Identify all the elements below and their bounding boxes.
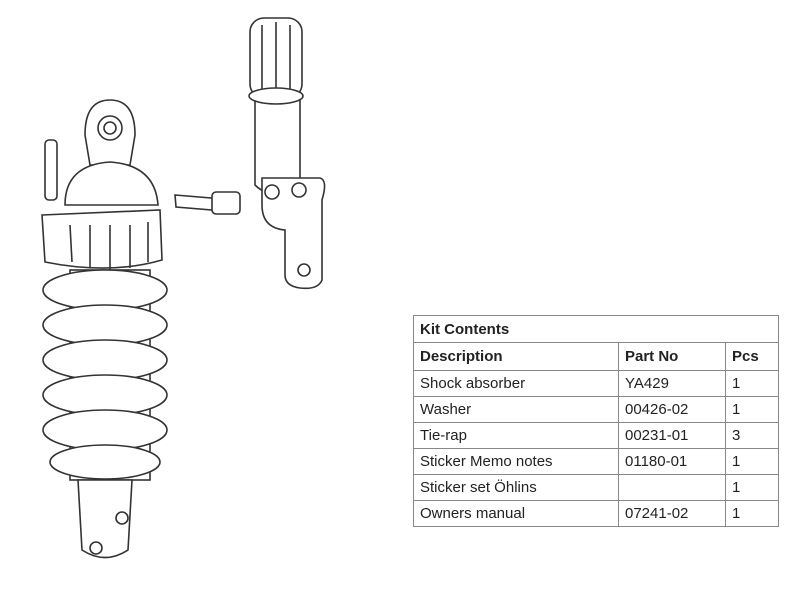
shock-drawing [41, 99, 168, 559]
kit-contents-table: Kit Contents Description Part No Pcs Sho… [413, 315, 779, 527]
cell-description: Tie-rap [413, 422, 619, 449]
cell-description: Owners manual [413, 500, 619, 527]
cell-description: Shock absorber [413, 370, 619, 397]
cell-pcs: 1 [725, 500, 779, 527]
cell-part-no: 01180-01 [618, 448, 726, 475]
shock-absorber-illustration [41, 17, 326, 559]
cell-part-no: 07241-02 [618, 500, 726, 527]
cell-pcs: 1 [725, 448, 779, 475]
cell-pcs: 1 [725, 370, 779, 397]
column-header-pcs: Pcs [725, 342, 779, 371]
table-title: Kit Contents [413, 315, 779, 343]
column-header-part-no: Part No [618, 342, 726, 371]
cell-part-no [618, 474, 726, 501]
cell-description: Washer [413, 396, 619, 423]
cell-pcs: 1 [725, 474, 779, 501]
remote-adjuster-drawing [174, 17, 326, 290]
cell-pcs: 1 [725, 396, 779, 423]
column-header-description: Description [413, 342, 619, 371]
cell-pcs: 3 [725, 422, 779, 449]
cell-part-no: YA429 [618, 370, 726, 397]
cell-part-no: 00426-02 [618, 396, 726, 423]
cell-part-no: 00231-01 [618, 422, 726, 449]
cell-description: Sticker set Öhlins [413, 474, 619, 501]
table-header-row: Description Part No Pcs [413, 342, 779, 371]
table-row: Sticker set Öhlins 1 [413, 474, 779, 501]
table-title-row: Kit Contents [413, 315, 779, 343]
cell-description: Sticker Memo notes [413, 448, 619, 475]
